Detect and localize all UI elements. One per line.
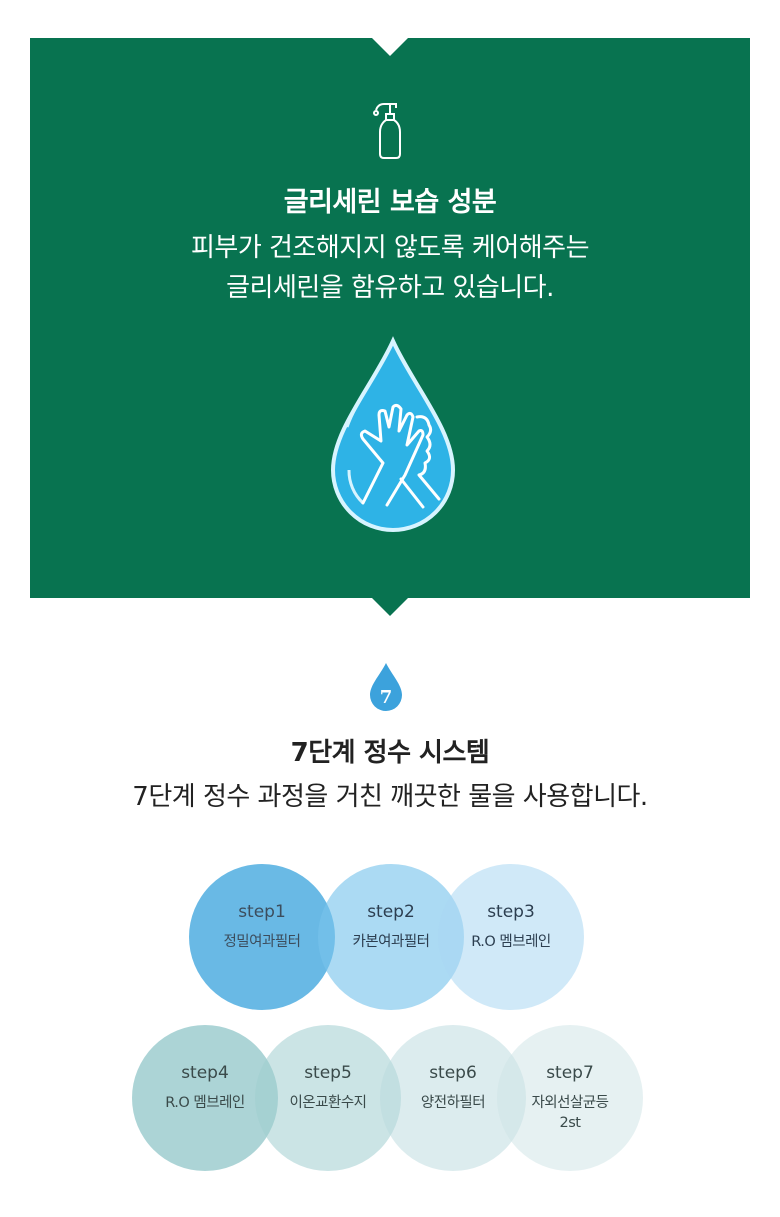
purification-description: 7단계 정수 과정을 거친 깨끗한 물을 사용합니다.	[132, 782, 648, 812]
glycerin-desc-line2: 글리세린을 함유하고 있습니다.	[226, 273, 554, 303]
step-label: step1	[238, 902, 286, 922]
step-name-line2: 2st	[559, 1115, 581, 1131]
panel-bottom-notch	[372, 598, 408, 616]
step-circle-1: step1 정밀여과필터	[189, 864, 335, 1010]
step-label: step3	[487, 902, 535, 922]
step-label: step6	[429, 1063, 477, 1083]
step-circle-3: step3 R.O 멤브레인	[438, 864, 584, 1010]
pump-bottle-icon	[373, 103, 401, 159]
water-drop-icon: 7	[370, 663, 402, 711]
step-name: 양전하필터	[420, 1095, 486, 1111]
step-name: R.O 멤브레인	[471, 934, 551, 950]
purification-title: 7단계 정수 시스템	[290, 738, 490, 768]
step-circle-4: step4 R.O 멤브레인	[132, 1025, 278, 1171]
step-circle-5: step5 이온교환수지	[255, 1025, 401, 1171]
drop-number: 7	[380, 687, 393, 708]
step-name: 이온교환수지	[289, 1095, 367, 1111]
step-name: R.O 멤브레인	[165, 1095, 245, 1111]
hands-in-water-drop-icon	[330, 336, 456, 532]
panel-top-notch	[372, 38, 408, 56]
glycerin-description: 피부가 건조해지지 않도록 케어해주는 글리세린을 함유하고 있습니다.	[0, 228, 780, 308]
step-label: step5	[304, 1063, 352, 1083]
step-name: 자외선살균등	[531, 1095, 609, 1111]
step-label: step4	[181, 1063, 229, 1083]
glycerin-desc-line1: 피부가 건조해지지 않도록 케어해주는	[190, 233, 590, 263]
step-circle-7: step7 자외선살균등 2st	[497, 1025, 643, 1171]
step-name: 정밀여과필터	[223, 934, 301, 950]
step-name: 카본여과필터	[352, 934, 430, 950]
step-label: step2	[367, 902, 415, 922]
glycerin-title: 글리세린 보습 성분	[283, 187, 497, 218]
step-label: step7	[546, 1063, 594, 1083]
